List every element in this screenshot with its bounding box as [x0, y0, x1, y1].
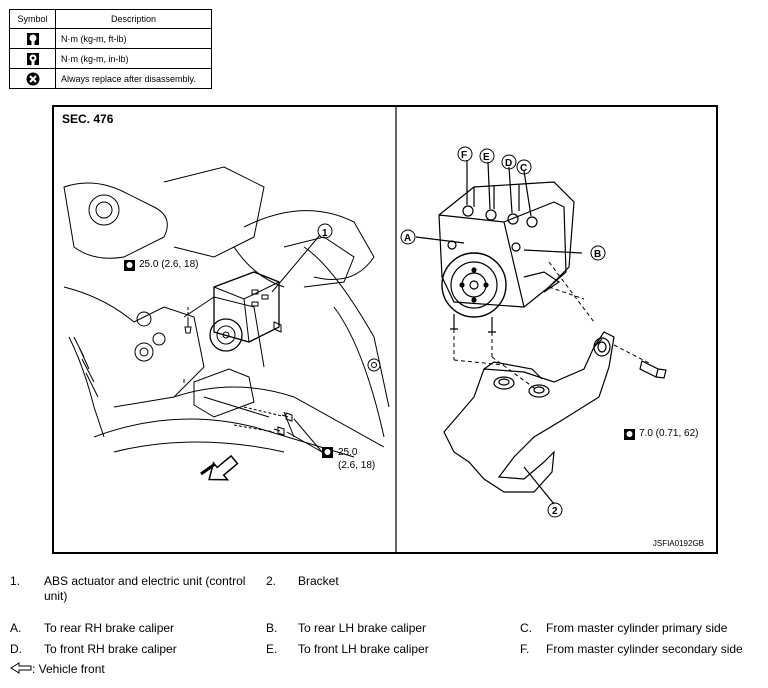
legend-item-2-num: 2. — [266, 574, 277, 588]
legend-port-e-text: To front LH brake caliper — [298, 642, 429, 656]
legend-item-2-text: Bracket — [298, 574, 339, 588]
callout-c: C — [520, 163, 528, 174]
vehicle-front-label: : Vehicle front — [32, 662, 105, 676]
legend-port-f-text: From master cylinder secondary side — [546, 642, 743, 656]
symbol-table: Symbol Description N·m (kg-m, ft-lb) N·m… — [9, 9, 212, 89]
legend-port-c-text: From master cylinder primary side — [546, 621, 728, 635]
abs-illustration — [63, 107, 667, 552]
description-header: Description — [55, 9, 212, 29]
legend-port-d-letter: D. — [10, 642, 22, 656]
section-label: SEC. 476 — [62, 112, 114, 126]
abs-actuator-figure: SEC. 476 — [52, 105, 718, 554]
torque-wrench-in-lb-icon — [26, 52, 39, 65]
actuator-exploded-view — [415, 160, 667, 505]
torque-upper-left: 25.0 (2.6, 18) — [139, 259, 199, 270]
legend-port-b-text: To rear LH brake caliper — [298, 621, 427, 635]
vehicle-front-arrow-icon — [10, 662, 32, 674]
symbol-desc-ft-lb: N·m (kg-m, ft-lb) — [55, 28, 212, 49]
legend-port-c-letter: C. — [520, 621, 532, 635]
legend-port-f-letter: F. — [520, 642, 530, 656]
legend-port-b-letter: B. — [266, 621, 278, 635]
symbol-desc-in-lb: N·m (kg-m, in-lb) — [55, 48, 212, 69]
legend-item-1-num: 1. — [10, 574, 21, 588]
legend-item-1-text: ABS actuator and electric unit (control … — [44, 574, 246, 603]
torque-right: 7.0 (0.71, 62) — [639, 428, 699, 439]
legend-port-a-text: To rear RH brake caliper — [44, 621, 175, 635]
legend-port-d-text: To front RH brake caliper — [44, 642, 177, 656]
torque-lower-line2: (2.6, 18) — [338, 460, 376, 471]
legend-port-e-letter: E. — [266, 642, 278, 656]
callout-e: E — [483, 152, 490, 163]
always-replace-icon — [26, 72, 39, 85]
torque-wrench-ft-lb-icon — [26, 32, 39, 45]
vehicle-front-row: : Vehicle front — [10, 662, 105, 676]
callout-f: F — [461, 150, 468, 161]
legend-port-a-letter: A. — [10, 621, 22, 635]
figure-id: JSFIA0192GB — [652, 539, 704, 548]
symbol-header: Symbol — [9, 9, 56, 29]
engine-bay-drawing — [63, 166, 390, 481]
callout-b: B — [594, 249, 602, 260]
torque-lower-line1: 25.0 — [338, 447, 358, 458]
callout-d: D — [505, 158, 513, 169]
callout-2: 2 — [552, 506, 558, 517]
callout-1: 1 — [322, 228, 328, 239]
callout-a: A — [404, 233, 412, 244]
symbol-desc-replace: Always replace after disassembly. — [55, 68, 212, 89]
